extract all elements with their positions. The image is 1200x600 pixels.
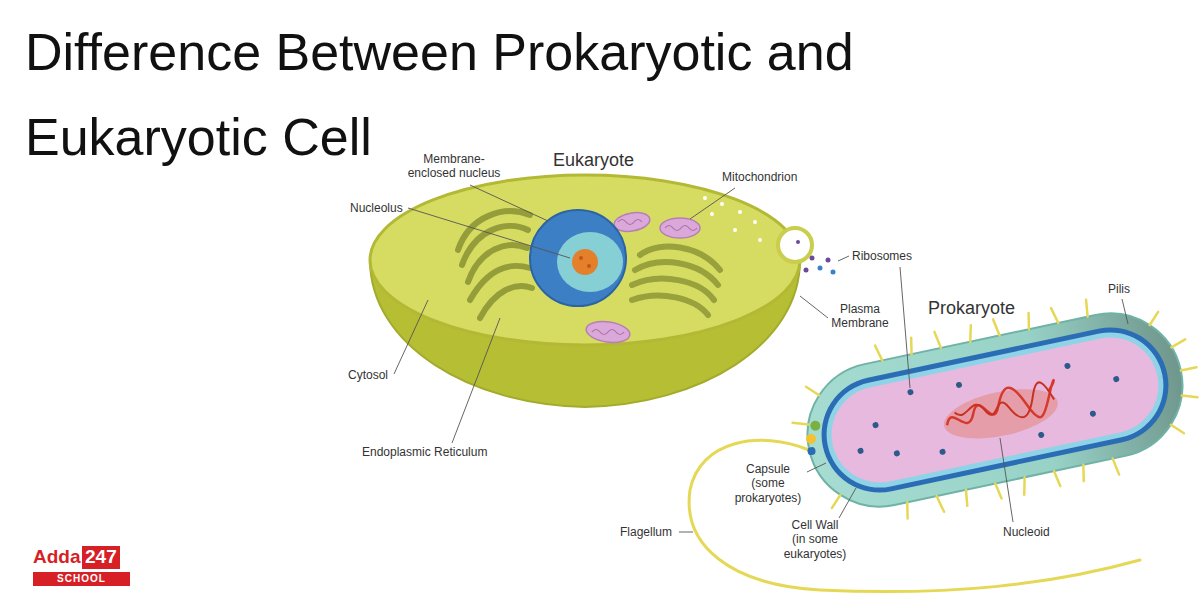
ribosome-dots (796, 240, 836, 275)
plasma-membrane (817, 323, 1174, 498)
part-label: Endoplasmic Reticulum (362, 445, 487, 459)
ribosome (804, 268, 809, 273)
leader-line (408, 208, 570, 258)
nucleoid-dna (942, 378, 1060, 436)
golgi-body (632, 247, 720, 315)
ribosome (831, 270, 836, 275)
ribosome (818, 266, 823, 271)
golgi-fold (640, 247, 720, 270)
leader-line (452, 318, 500, 443)
part-label: Mitochondrion (722, 170, 797, 184)
flagellum-motor (809, 420, 821, 432)
vesicles (703, 196, 762, 242)
golgi-fold (632, 296, 708, 315)
nucleus (530, 210, 626, 306)
eukaryote-cell (370, 175, 836, 407)
vesicle-dot (703, 196, 707, 200)
ribosome (872, 422, 879, 429)
part-label: Cell Wall (in some eukaryotes) (784, 518, 847, 561)
logo-bar: SCHOOL (33, 572, 130, 586)
leader-line (394, 300, 428, 374)
nucleoid-dna (952, 380, 1056, 431)
leader-line (690, 188, 735, 219)
ribosome (893, 450, 900, 457)
leader-line (679, 532, 693, 533)
leader-lines (394, 185, 1128, 532)
ribosome (810, 256, 815, 261)
cristae (592, 330, 624, 335)
pili (780, 280, 1200, 539)
part-label: Capsule (some prokaryotes) (735, 462, 802, 505)
ribosome (826, 258, 831, 263)
ribosome (955, 381, 962, 388)
ribosome (796, 240, 800, 244)
capsule (794, 300, 1196, 520)
membrane-notch (778, 228, 812, 262)
logo-text: Adda (33, 546, 81, 569)
part-label: Plasma Membrane (831, 302, 888, 331)
ribosome (1064, 362, 1071, 369)
logo-badge: 247 (82, 546, 120, 569)
mitochondrion (660, 218, 700, 238)
mitochondrion (613, 210, 652, 234)
ribosome (1038, 431, 1045, 438)
leader-line (800, 296, 828, 318)
vesicle-dot (733, 228, 737, 232)
flagellum-motor (807, 446, 816, 455)
part-label: Pilis (1108, 282, 1130, 296)
leader-line (1122, 299, 1128, 324)
vesicle-dot (738, 210, 742, 214)
er-fold (480, 286, 532, 318)
nucleolus-dot (579, 256, 583, 260)
part-label: Flagellum (620, 525, 672, 539)
part-label: Nucleolus (350, 201, 403, 215)
ribosome-dots (847, 346, 1128, 476)
leader-line (838, 256, 849, 261)
part-label: Membrane-enclosed nucleus (405, 152, 503, 181)
leader-line (807, 463, 826, 472)
ribosome (857, 447, 864, 454)
part-label: Nucleoid (1003, 525, 1050, 539)
vesicle-dot (710, 212, 714, 216)
nucleus-cut (557, 232, 623, 292)
cell-wall (811, 317, 1179, 504)
ribosome (907, 389, 914, 396)
ribosome (1089, 410, 1096, 417)
cell-heading: Eukaryote (553, 150, 634, 172)
mitochondrion (585, 319, 631, 345)
leader-line (470, 185, 548, 221)
leader-line (900, 267, 910, 388)
nucleolus (572, 249, 598, 275)
flagellum-motor (805, 433, 817, 445)
vesicle-dot (758, 238, 762, 242)
cytoplasm (823, 329, 1168, 492)
vesicle-dot (720, 202, 724, 206)
nucleolus-dot (587, 264, 591, 268)
vesicle-dot (753, 220, 757, 224)
leader-line (1000, 438, 1013, 522)
cristae (665, 226, 697, 231)
prokaryote-cell (780, 280, 1200, 539)
part-label: Ribosomes (852, 249, 912, 263)
page-title: Difference Between Prokaryotic and Eukar… (25, 10, 1025, 180)
ribosome (1113, 376, 1120, 383)
cell-heading: Prokaryote (928, 298, 1015, 320)
cristae (618, 220, 642, 225)
ribosome (939, 448, 946, 455)
part-label: Cytosol (348, 368, 388, 382)
cut-face (370, 175, 800, 345)
leader-line (839, 488, 856, 518)
